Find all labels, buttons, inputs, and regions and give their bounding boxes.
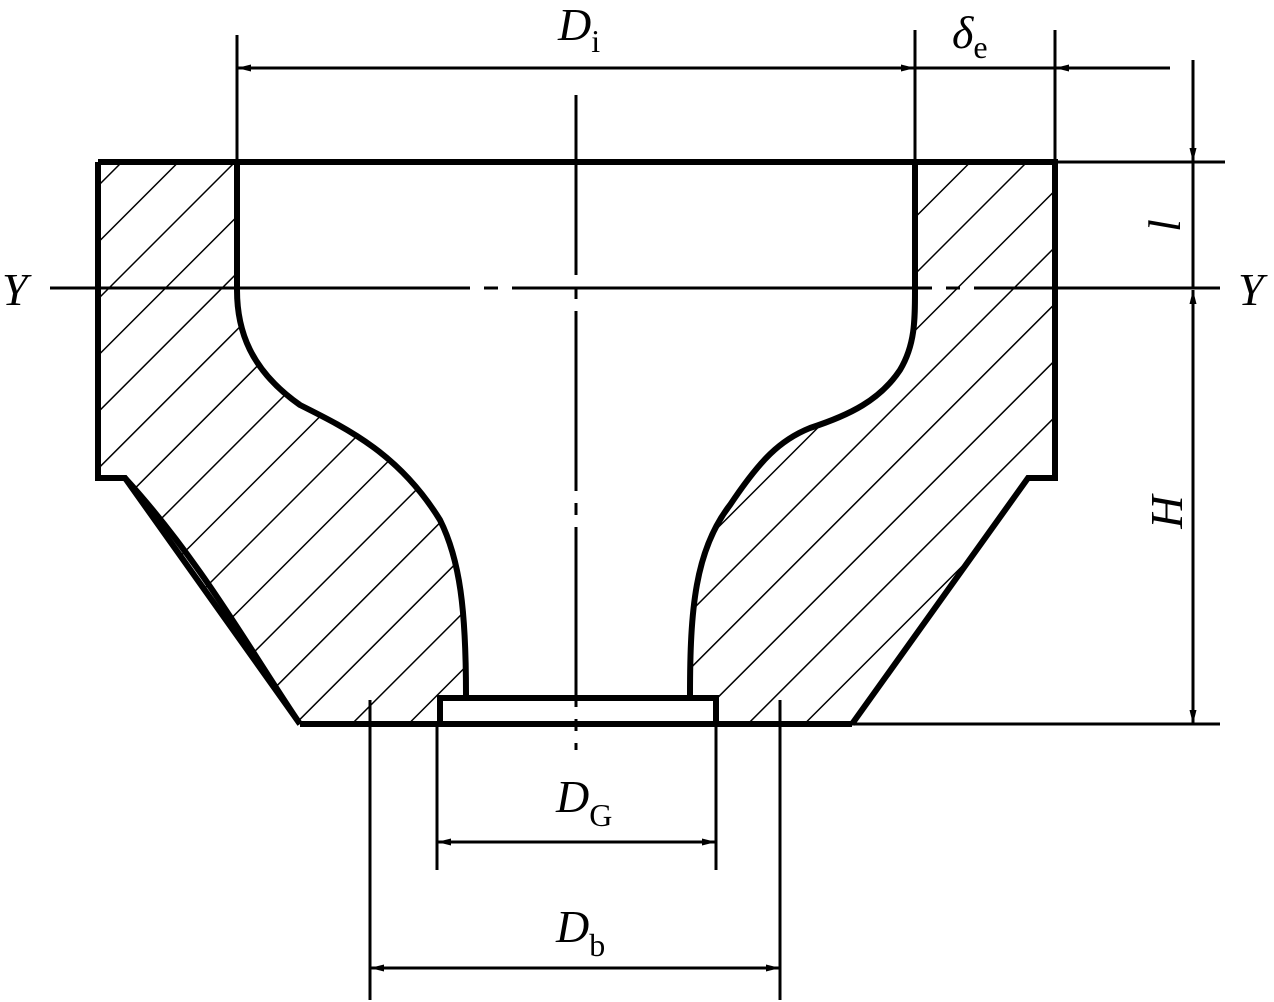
label-h: H [1141, 493, 1192, 530]
label-y-right: Y [1238, 264, 1268, 315]
label-y-left: Y [2, 264, 32, 315]
label-db: Db [555, 901, 605, 963]
left-section-hatch [98, 162, 466, 724]
gasket-seat [437, 695, 719, 724]
label-l: l [1139, 219, 1190, 232]
label-dg: DG [555, 771, 612, 833]
right-section-hatch [690, 162, 1055, 724]
left-section-outline [95, 159, 469, 726]
label-de: δe [952, 7, 988, 65]
label-di: Di [557, 0, 600, 59]
left-bevel-curve [122, 475, 303, 726]
